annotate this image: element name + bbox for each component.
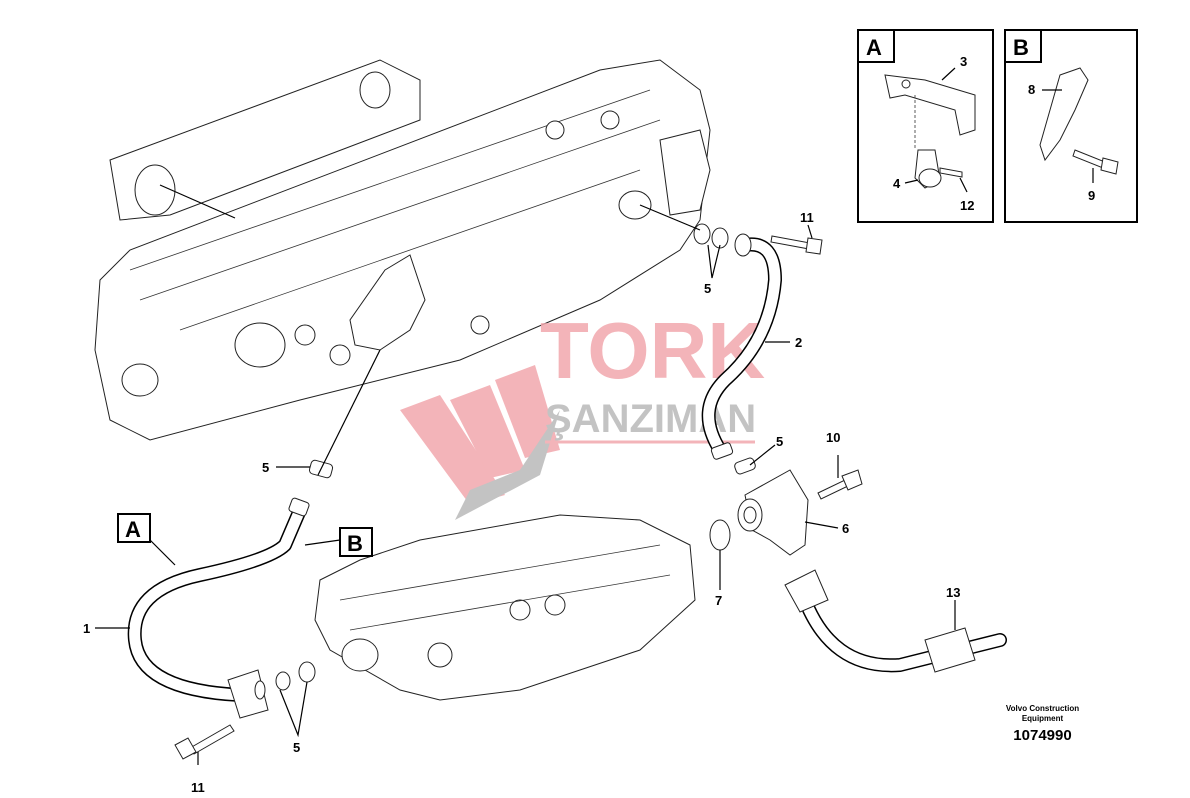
callout-4: 4: [893, 176, 901, 191]
credit-line1: Volvo Construction: [1005, 704, 1080, 713]
callout-11-top: 11: [800, 210, 814, 225]
callout-10: 10: [826, 430, 840, 445]
pipe-2: [701, 233, 782, 460]
bolt-11-bottom: [174, 724, 235, 760]
inset-b-label: B: [1013, 35, 1029, 60]
callout-5-left: 5: [262, 460, 269, 475]
ref-b-label: B: [347, 531, 363, 556]
seal-ring: [711, 227, 729, 249]
lower-housing: [314, 514, 696, 701]
ref-box-b: [339, 527, 373, 557]
credit-line2: Equipment: [1021, 714, 1064, 723]
cylinder-head: [94, 59, 711, 441]
reference-number: 1074990: [1013, 727, 1072, 744]
callout-5-top: 5: [704, 281, 711, 296]
callout-9: 9: [1088, 188, 1095, 203]
bolt-11-top: [770, 235, 823, 255]
leader-lines: [95, 204, 956, 765]
seal-ring: [693, 223, 711, 245]
inset-a: [857, 29, 994, 223]
ref-box-a: [117, 513, 151, 543]
inset-a-label: A: [866, 35, 882, 60]
callout-1: 1: [83, 621, 90, 636]
callout-6: 6: [842, 521, 849, 536]
callout-3: 3: [960, 54, 967, 69]
watermark-logo: TORK ŞANZIMAN: [400, 306, 765, 520]
callout-11-bottom: 11: [191, 780, 205, 795]
callout-5-mid: 5: [776, 434, 783, 449]
callout-12: 12: [960, 198, 974, 213]
callout-7: 7: [715, 593, 722, 608]
seal-ring: [298, 661, 316, 683]
bolt-10: [817, 469, 863, 500]
callout-13: 13: [946, 585, 960, 600]
credit-label: Volvo Construction Equipment: [990, 704, 1095, 724]
pipe-13: [784, 569, 1007, 673]
elbow-fitting-6: [737, 469, 809, 556]
callout-8: 8: [1028, 82, 1035, 97]
callout-5-bottom: 5: [293, 740, 300, 755]
seal-ring: [275, 671, 291, 691]
seal-7: [709, 519, 731, 551]
ref-a-label: A: [125, 517, 141, 542]
watermark-sub: ŞANZIMAN: [545, 397, 756, 441]
pipe-1: [127, 497, 310, 719]
callout-2: 2: [795, 335, 802, 350]
seal-5-mid: [734, 457, 756, 475]
inset-b: [1004, 29, 1138, 223]
